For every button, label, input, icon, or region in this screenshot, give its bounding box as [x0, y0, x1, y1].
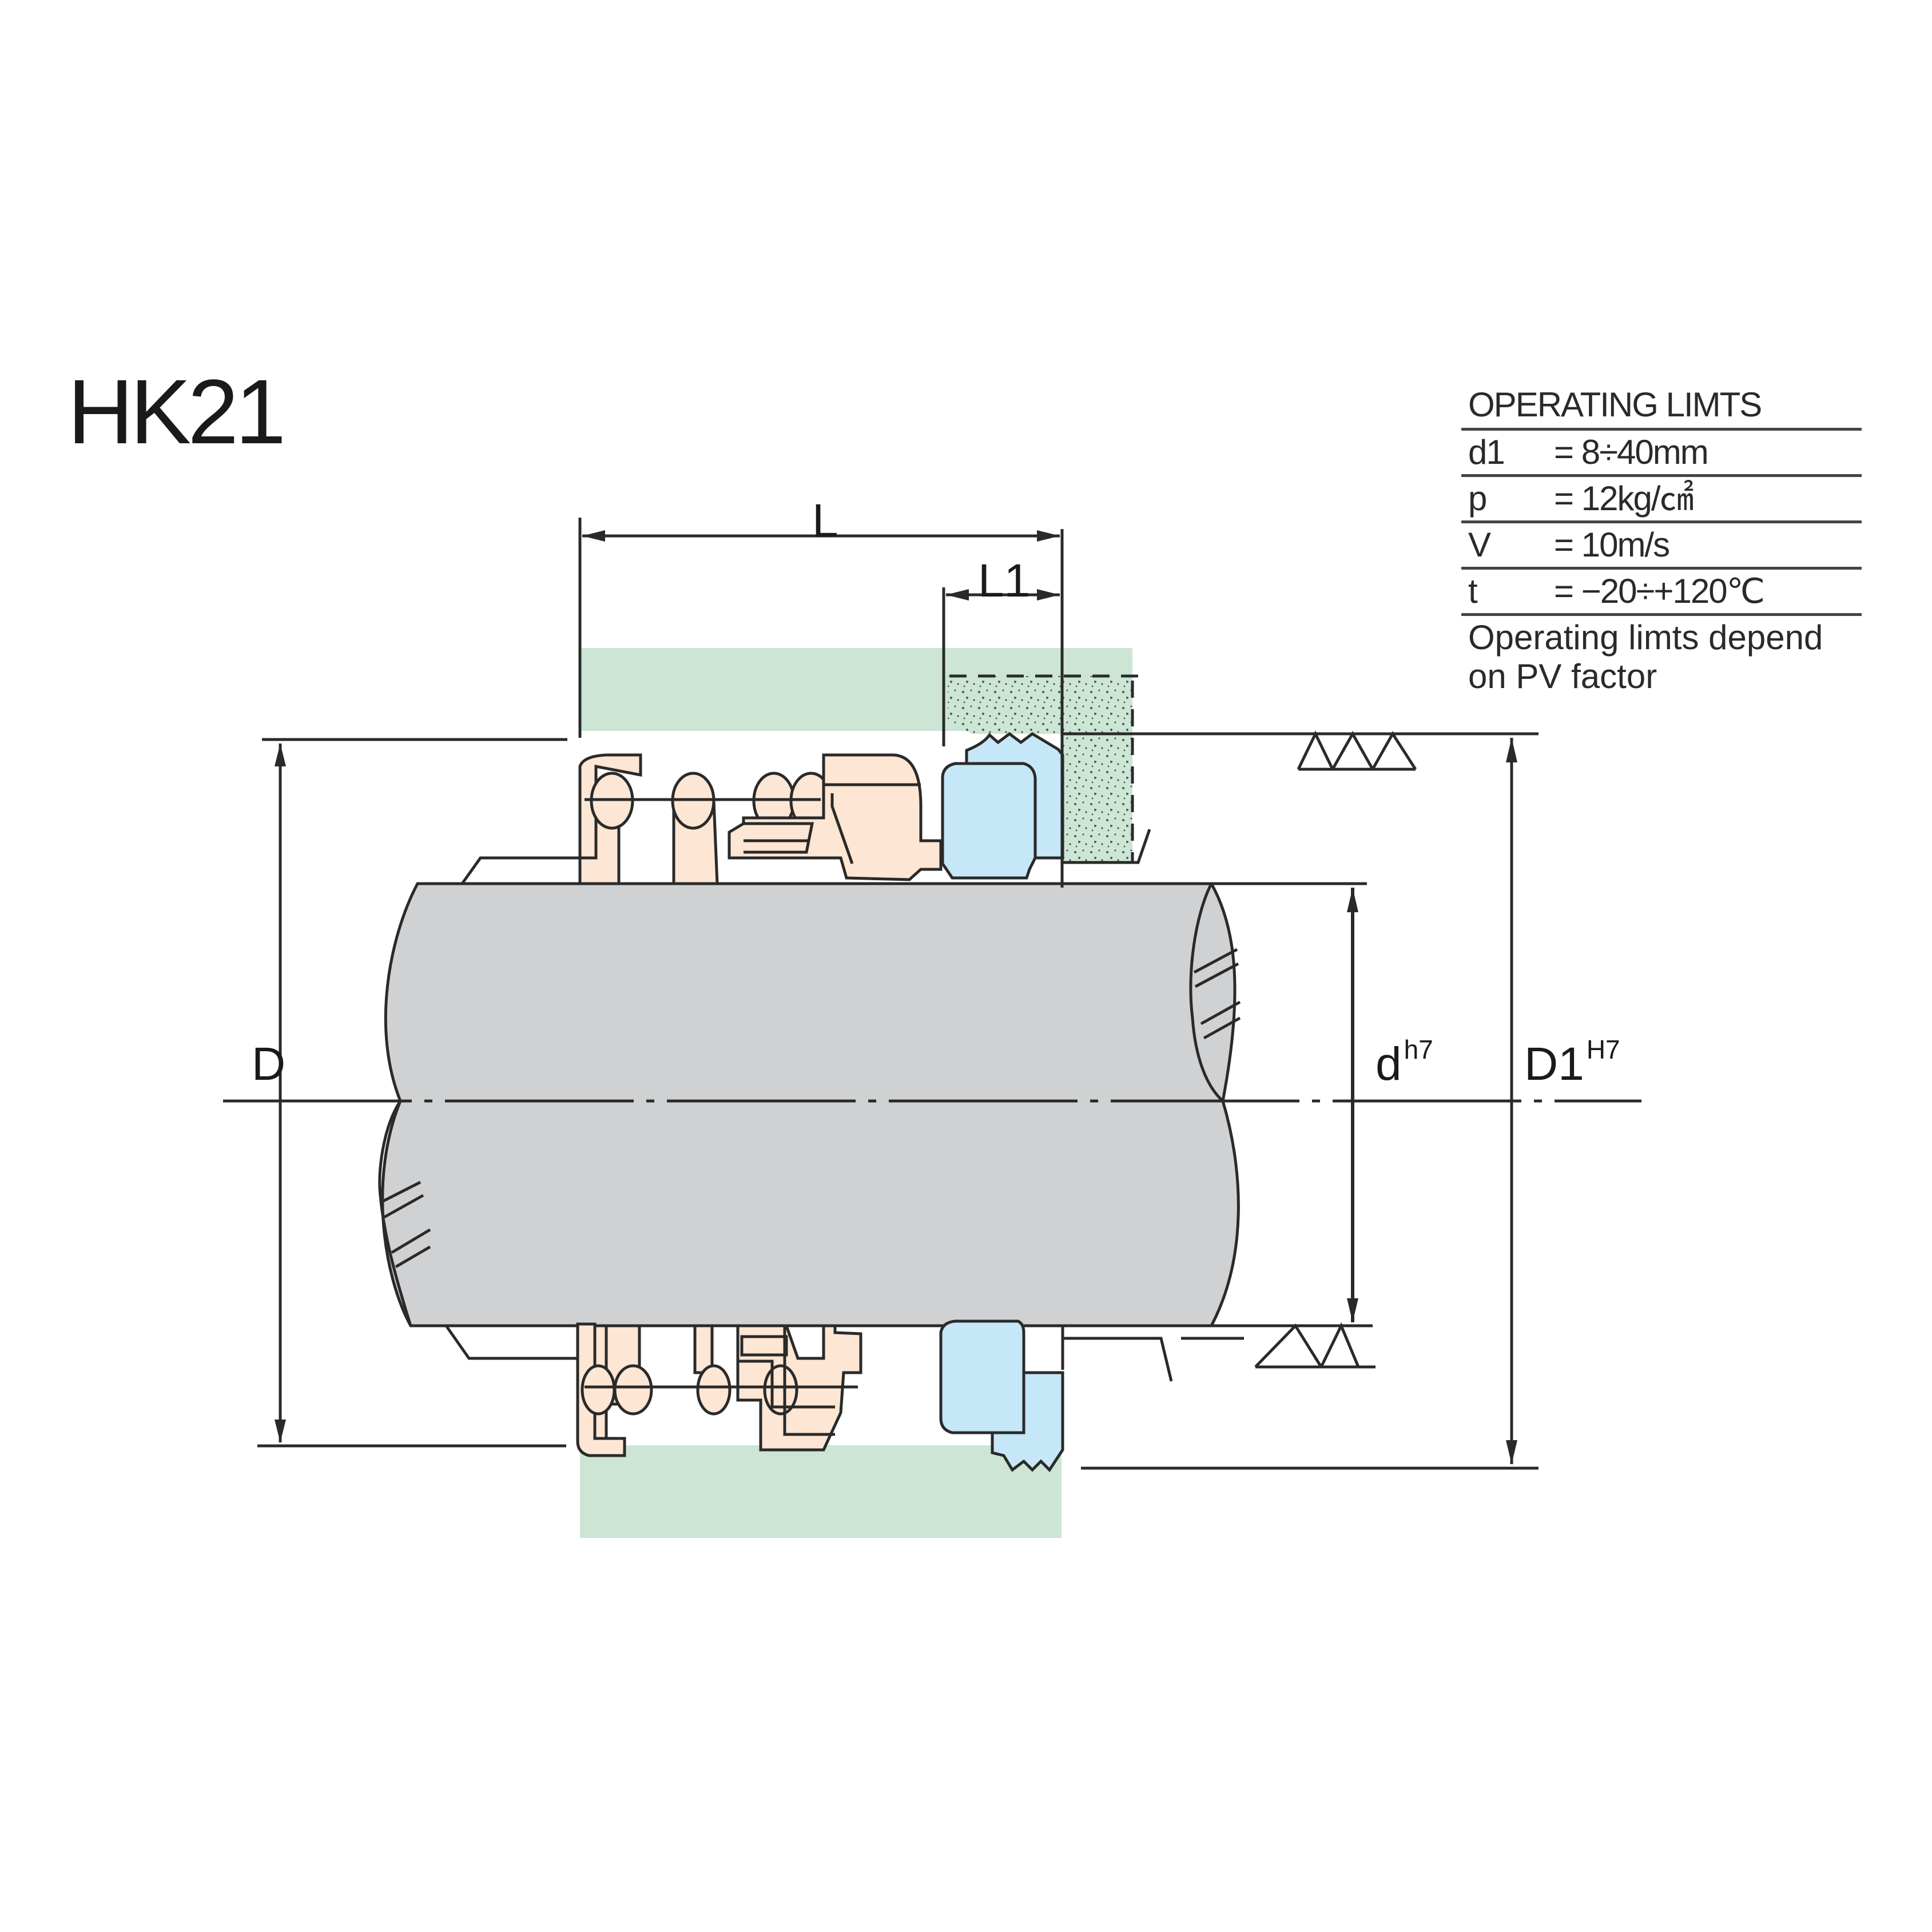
rubber-bellows-lower — [939, 1319, 1064, 1472]
dim-label-L1: L1 — [978, 555, 1031, 607]
spring-assembly-upper — [578, 753, 943, 885]
dim-label-D1: D1H7 — [1524, 1035, 1620, 1090]
limit-row-v: V = 10m/s — [1461, 523, 1862, 570]
dim-label-L: L — [812, 495, 838, 547]
spring-assembly-lower — [576, 1322, 862, 1457]
dim-label-D: D — [252, 1038, 286, 1090]
limit-row-d1: d1 = 8÷40mm — [1461, 431, 1862, 477]
limit-row-t: t = −20÷+120℃ — [1461, 570, 1862, 616]
operating-limits-note: Operating limts depend on PV factor — [1468, 618, 1823, 695]
operating-limits-table: OPERATING LIMTS d1 = 8÷40mm p = 12kg/㎠ V… — [1461, 382, 1862, 696]
product-title: HK21 — [67, 360, 286, 463]
dim-label-d: dh7 — [1376, 1035, 1433, 1090]
surface-finish-symbol-lower — [1254, 1322, 1376, 1369]
limit-row-p: p = 12kg/㎠ — [1461, 477, 1862, 523]
rubber-bellows-upper — [941, 732, 1064, 880]
surface-finish-symbol-upper — [1297, 730, 1417, 771]
stationary-ring-upper — [948, 676, 1132, 862]
operating-limits-heading: OPERATING LIMTS — [1461, 382, 1862, 431]
shaft — [381, 882, 1240, 1327]
housing-lower — [580, 1445, 1062, 1538]
